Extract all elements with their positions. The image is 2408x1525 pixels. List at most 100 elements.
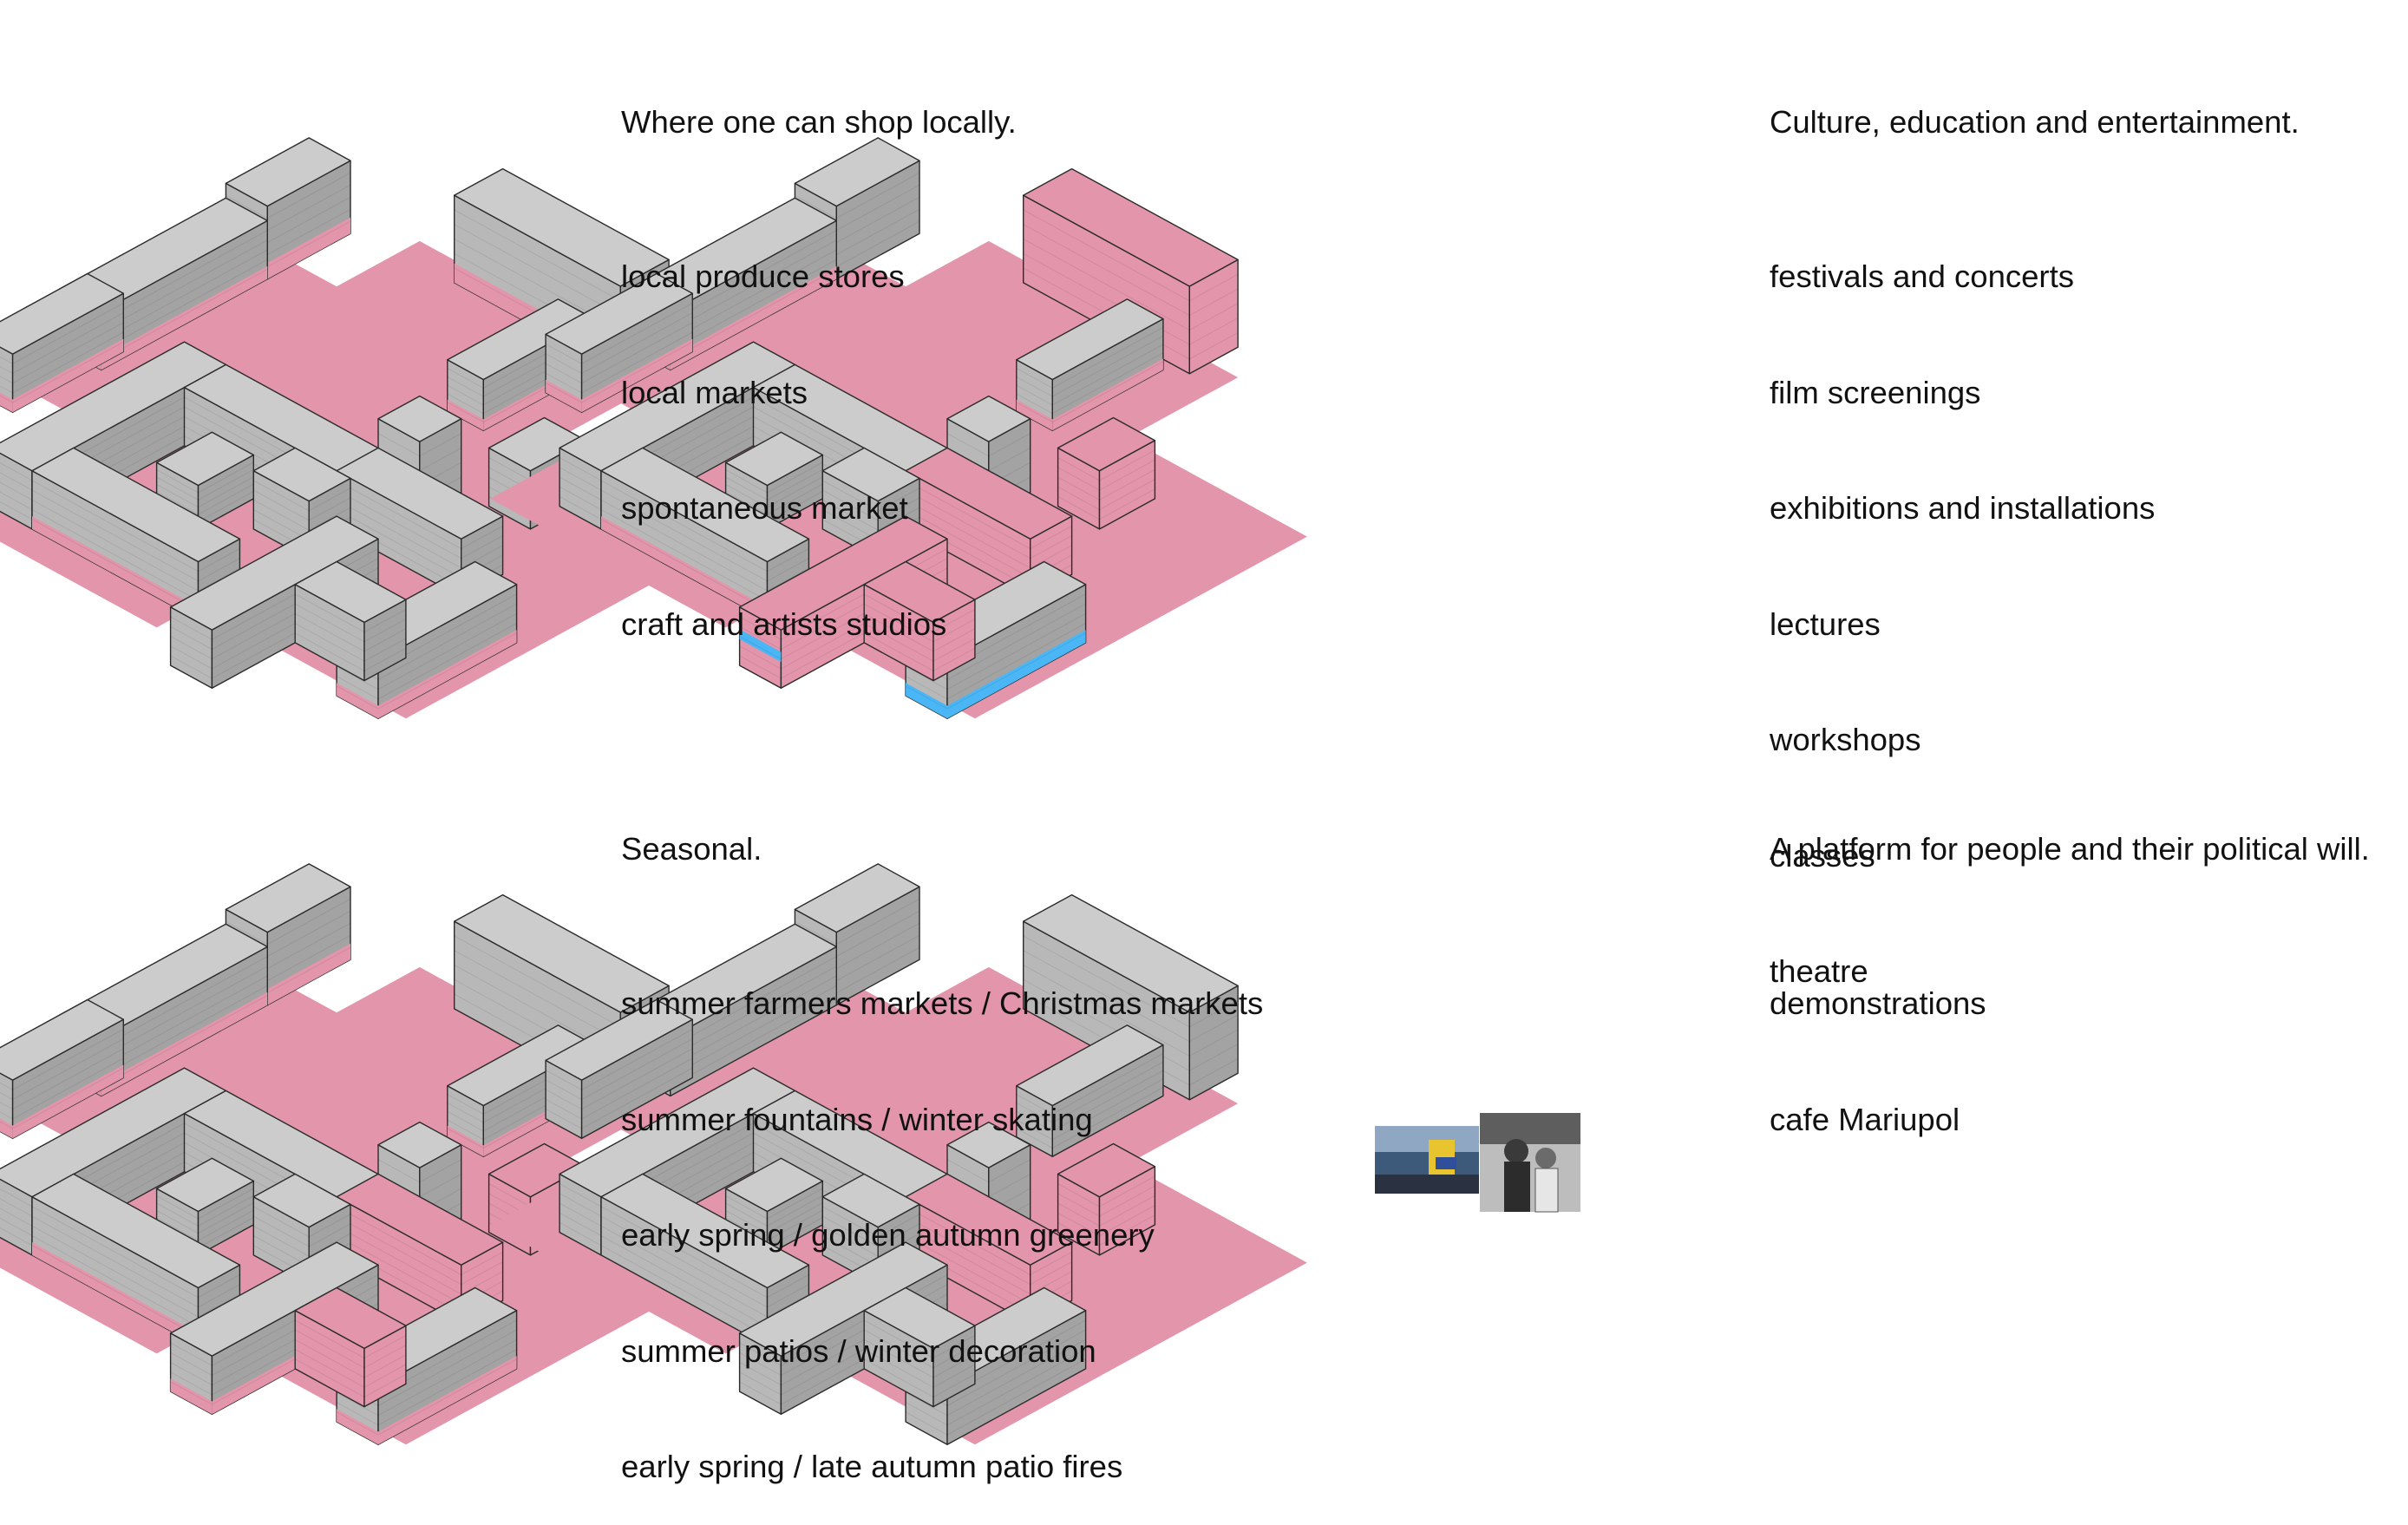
diagram-panel-culture	[490, 137, 1307, 719]
floor-line	[905, 1225, 1072, 1295]
ground-floor-stripe	[337, 683, 378, 719]
building-roof	[1022, 167, 1239, 287]
floor-line	[1023, 993, 1239, 1086]
floor-line	[1016, 352, 1164, 415]
building-roof	[1016, 1024, 1164, 1107]
floor-line	[0, 1028, 124, 1090]
ground-floor-stripe	[0, 1118, 13, 1139]
floor-line	[226, 898, 351, 946]
floor-line	[725, 1194, 823, 1227]
floor-line	[822, 1206, 920, 1238]
building-roof	[225, 863, 351, 933]
caption-item: demonstrations	[1770, 985, 1986, 1021]
diagram-panel-political	[490, 863, 1580, 1446]
ground-floor-stripe	[12, 1064, 124, 1139]
building-roof	[155, 1157, 254, 1213]
caption-seasonal: Seasonal. summer farmers markets / Chris…	[621, 753, 1263, 1525]
floor-line	[253, 1225, 351, 1257]
floor-line	[253, 1215, 351, 1247]
ground-floor-stripe	[101, 992, 268, 1096]
ground-floor-stripe	[1052, 358, 1163, 431]
ground-floor-stripe	[581, 338, 693, 413]
floor-line	[1023, 978, 1239, 1071]
floor-line	[377, 1159, 461, 1183]
floor-line	[1023, 965, 1239, 1057]
caption-item: classes	[1770, 837, 1875, 874]
floor-line	[1016, 1061, 1164, 1123]
floor-line	[294, 603, 407, 643]
building-roof	[738, 515, 948, 631]
floor-line	[336, 1206, 503, 1276]
building-block	[294, 1286, 407, 1408]
caption-title: Where one can shop locally.	[621, 104, 1017, 140]
caption-item: early spring / golden autumn greenery	[621, 1217, 1155, 1253]
floor-line	[294, 612, 407, 652]
caption-title: A platform for people and their politica…	[1770, 831, 2370, 867]
floor-line	[294, 623, 407, 662]
floor-line	[253, 499, 351, 531]
floor-line	[253, 489, 351, 521]
ground-floor-stripe	[0, 392, 13, 413]
floor-line	[600, 1215, 809, 1308]
floor-line	[863, 1349, 976, 1388]
building-roof	[454, 167, 670, 287]
building-block	[31, 1173, 241, 1347]
floor-line	[795, 172, 920, 219]
floor-line	[336, 499, 503, 569]
building-roof	[169, 515, 379, 631]
floor-line	[1057, 1175, 1155, 1208]
floor-line	[863, 593, 976, 633]
floor-line	[822, 480, 920, 512]
floor-line	[31, 489, 240, 582]
photo-crowd	[1375, 1175, 1479, 1194]
ground-floor-stripe	[906, 683, 947, 719]
caption-item: theatre	[1770, 953, 1868, 989]
floor-line	[1016, 1052, 1164, 1115]
floor-line	[545, 1067, 693, 1129]
building-block	[1057, 416, 1156, 530]
caption-item: summer fountains / winter skating	[621, 1101, 1093, 1137]
building-roof	[821, 447, 920, 502]
building-roof	[600, 447, 810, 563]
floor-line	[294, 1358, 407, 1397]
building-roof	[905, 1173, 1073, 1266]
floor-line	[863, 1338, 976, 1378]
floor-line	[905, 612, 1086, 691]
caption-item: cafe Mariupol	[1770, 1101, 1960, 1137]
floor-line	[822, 489, 920, 521]
floor-line	[156, 476, 254, 508]
ground-floor-stripe	[378, 1356, 517, 1445]
floor-line	[294, 1349, 407, 1388]
ground-floor-stripe	[947, 630, 1086, 719]
floor-line	[905, 499, 1072, 569]
floor-line	[1057, 479, 1155, 511]
floor-line	[863, 1358, 976, 1397]
floor-line	[336, 623, 517, 700]
ground-floor-stripe	[12, 338, 124, 413]
building-roof	[294, 560, 407, 624]
building-block	[545, 998, 693, 1140]
building-roof	[0, 272, 125, 355]
building-roof	[0, 998, 125, 1081]
floor-line	[1023, 950, 1239, 1043]
diagrams-canvas	[0, 137, 1580, 1446]
building-roof	[1022, 893, 1239, 1013]
floor-line	[905, 632, 1086, 710]
building-roof	[252, 447, 351, 502]
floor-line	[725, 1202, 823, 1234]
caption-title: Seasonal.	[621, 831, 762, 867]
floor-line	[336, 612, 517, 691]
building-roof	[946, 1121, 1031, 1168]
ground-floor-stripe	[101, 265, 268, 370]
floor-line	[1057, 468, 1155, 501]
floor-line	[725, 483, 823, 515]
floor-line	[905, 480, 1072, 550]
caption-item: lectures	[1770, 605, 1881, 642]
floor-line	[863, 632, 976, 671]
floor-line	[1057, 449, 1155, 481]
ground-floor-stripe	[601, 516, 768, 620]
caption-item: festivals and concerts	[1770, 259, 2074, 294]
building-roof	[863, 560, 976, 624]
floor-line	[294, 1319, 407, 1359]
building-roof	[252, 1173, 351, 1228]
